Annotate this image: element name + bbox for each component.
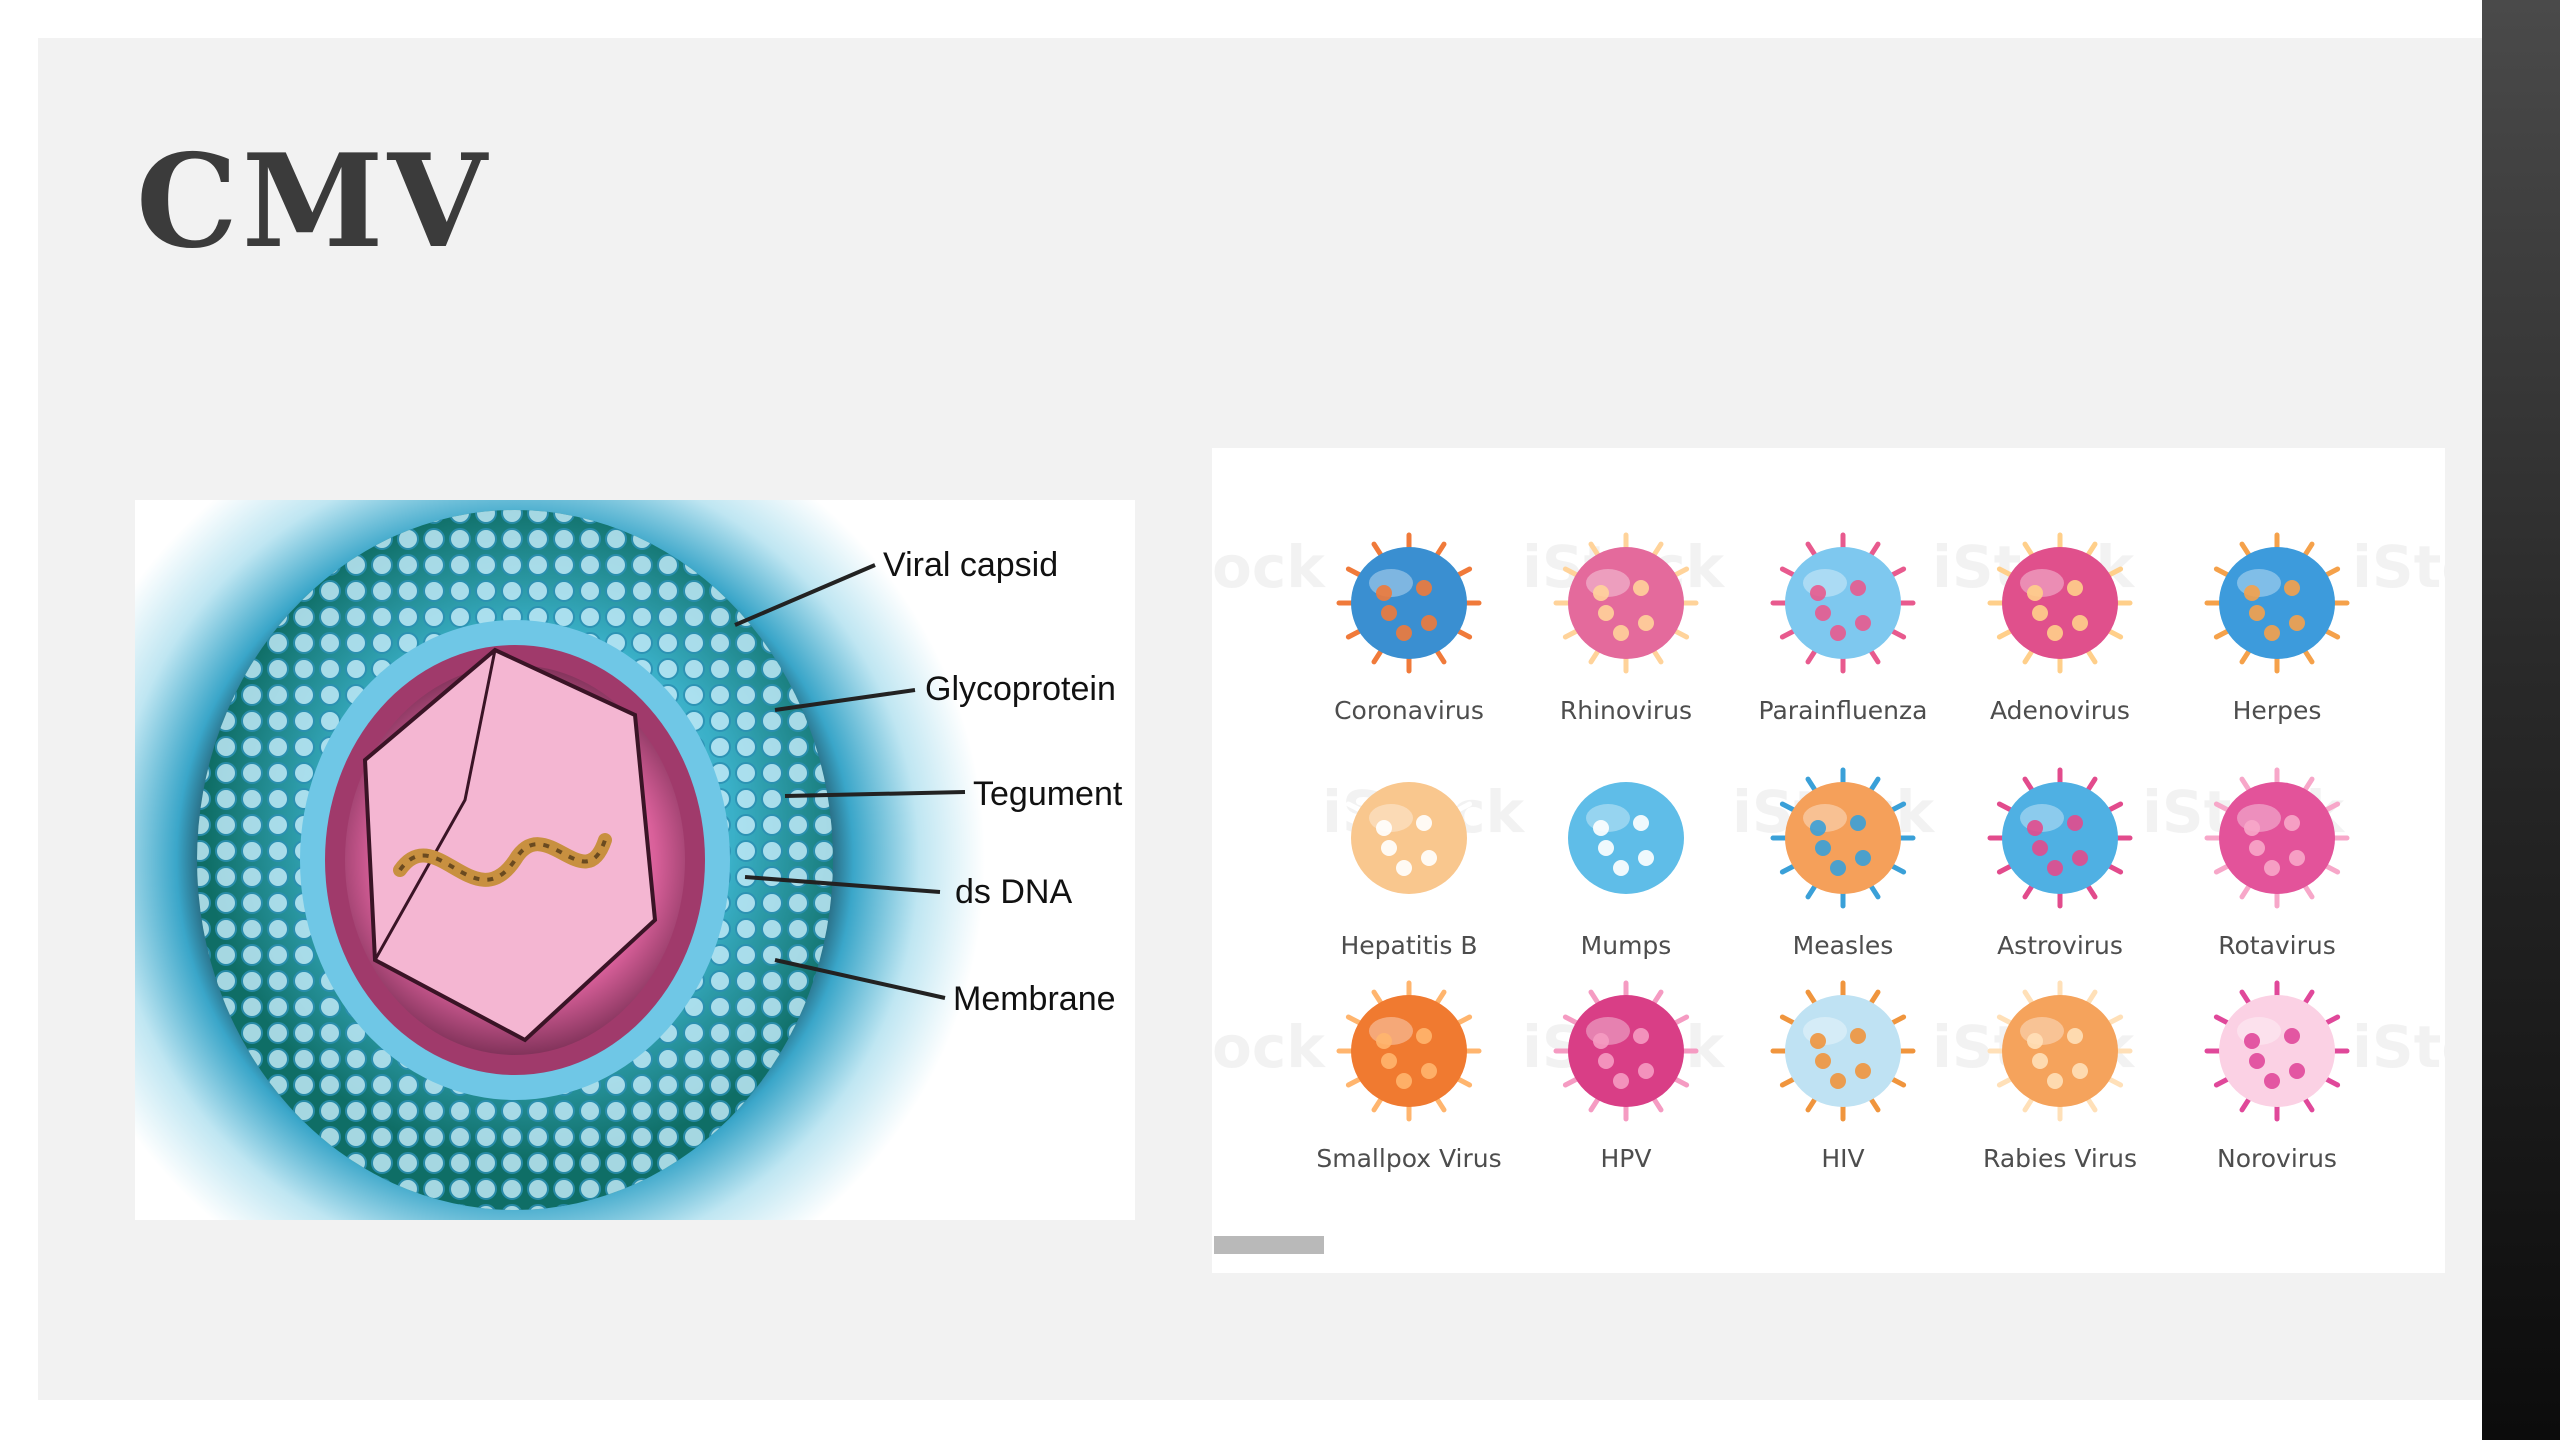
hpv-icon bbox=[1546, 976, 1706, 1126]
virus-label: Herpes bbox=[2169, 696, 2385, 725]
virus-item-hpv: HPV bbox=[1518, 976, 1734, 1173]
adenovirus-icon bbox=[1980, 528, 2140, 678]
virus-label: Astrovirus bbox=[1952, 931, 2168, 960]
virus-label: Adenovirus bbox=[1952, 696, 2168, 725]
virus-label: Hepatitis B bbox=[1301, 931, 1517, 960]
rotavirus-icon bbox=[2197, 763, 2357, 913]
virus-label: HPV bbox=[1518, 1144, 1734, 1173]
virus-label: Smallpox Virus bbox=[1301, 1144, 1517, 1173]
coronavirus-icon bbox=[1329, 528, 1489, 678]
virus-item-astrovirus: Astrovirus bbox=[1952, 763, 2168, 960]
rhinovirus-icon bbox=[1546, 528, 1706, 678]
virus-item-rhinovirus: Rhinovirus bbox=[1518, 528, 1734, 725]
hepatitis-b-icon bbox=[1329, 763, 1489, 913]
smallpox-virus-icon bbox=[1329, 976, 1489, 1126]
stock-id-tag bbox=[1214, 1236, 1324, 1254]
virus-item-rotavirus: Rotavirus bbox=[2169, 763, 2385, 960]
virus-label: Coronavirus bbox=[1301, 696, 1517, 725]
norovirus-icon bbox=[2197, 976, 2357, 1126]
label-membrane: Membrane bbox=[953, 980, 1116, 1018]
virus-label: Norovirus bbox=[2169, 1144, 2385, 1173]
label-glycoprotein: Glycoprotein bbox=[925, 670, 1116, 708]
virus-item-measles: Measles bbox=[1735, 763, 1951, 960]
virus-item-hepatitis-b: Hepatitis B bbox=[1301, 763, 1517, 960]
virus-label: Rotavirus bbox=[2169, 931, 2385, 960]
rabies-virus-icon bbox=[1980, 976, 2140, 1126]
virus-label: HIV bbox=[1735, 1144, 1951, 1173]
virus-label: Rabies Virus bbox=[1952, 1144, 2168, 1173]
virus-label: Parainfluenza bbox=[1735, 696, 1951, 725]
virus-item-parainfluenza: Parainfluenza bbox=[1735, 528, 1951, 725]
virus-label: Rhinovirus bbox=[1518, 696, 1734, 725]
label-viral-capsid: Viral capsid bbox=[883, 546, 1058, 584]
herpes-icon bbox=[2197, 528, 2357, 678]
measles-icon bbox=[1763, 763, 1923, 913]
label-ds-dna: ds DNA bbox=[955, 873, 1072, 911]
virus-item-coronavirus: Coronavirus bbox=[1301, 528, 1517, 725]
virus-item-herpes: Herpes bbox=[2169, 528, 2385, 725]
cmv-structure-diagram: Viral capsid Glycoprotein Tegument ds DN… bbox=[135, 500, 1135, 1220]
hiv-icon bbox=[1763, 976, 1923, 1126]
parainfluenza-icon bbox=[1763, 528, 1923, 678]
virus-label: Mumps bbox=[1518, 931, 1734, 960]
virus-item-mumps: Mumps bbox=[1518, 763, 1734, 960]
virus-label: Measles bbox=[1735, 931, 1951, 960]
side-panel bbox=[2482, 0, 2560, 1440]
virus-item-hiv: HIV bbox=[1735, 976, 1951, 1173]
slide-title: CMV bbox=[136, 138, 491, 266]
virus-item-adenovirus: Adenovirus bbox=[1952, 528, 2168, 725]
mumps-icon bbox=[1546, 763, 1706, 913]
label-tegument: Tegument bbox=[973, 775, 1123, 813]
virus-item-norovirus: Norovirus bbox=[2169, 976, 2385, 1173]
virus-item-rabies-virus: Rabies Virus bbox=[1952, 976, 2168, 1173]
astrovirus-icon bbox=[1980, 763, 2140, 913]
virus-item-smallpox-virus: Smallpox Virus bbox=[1301, 976, 1517, 1173]
